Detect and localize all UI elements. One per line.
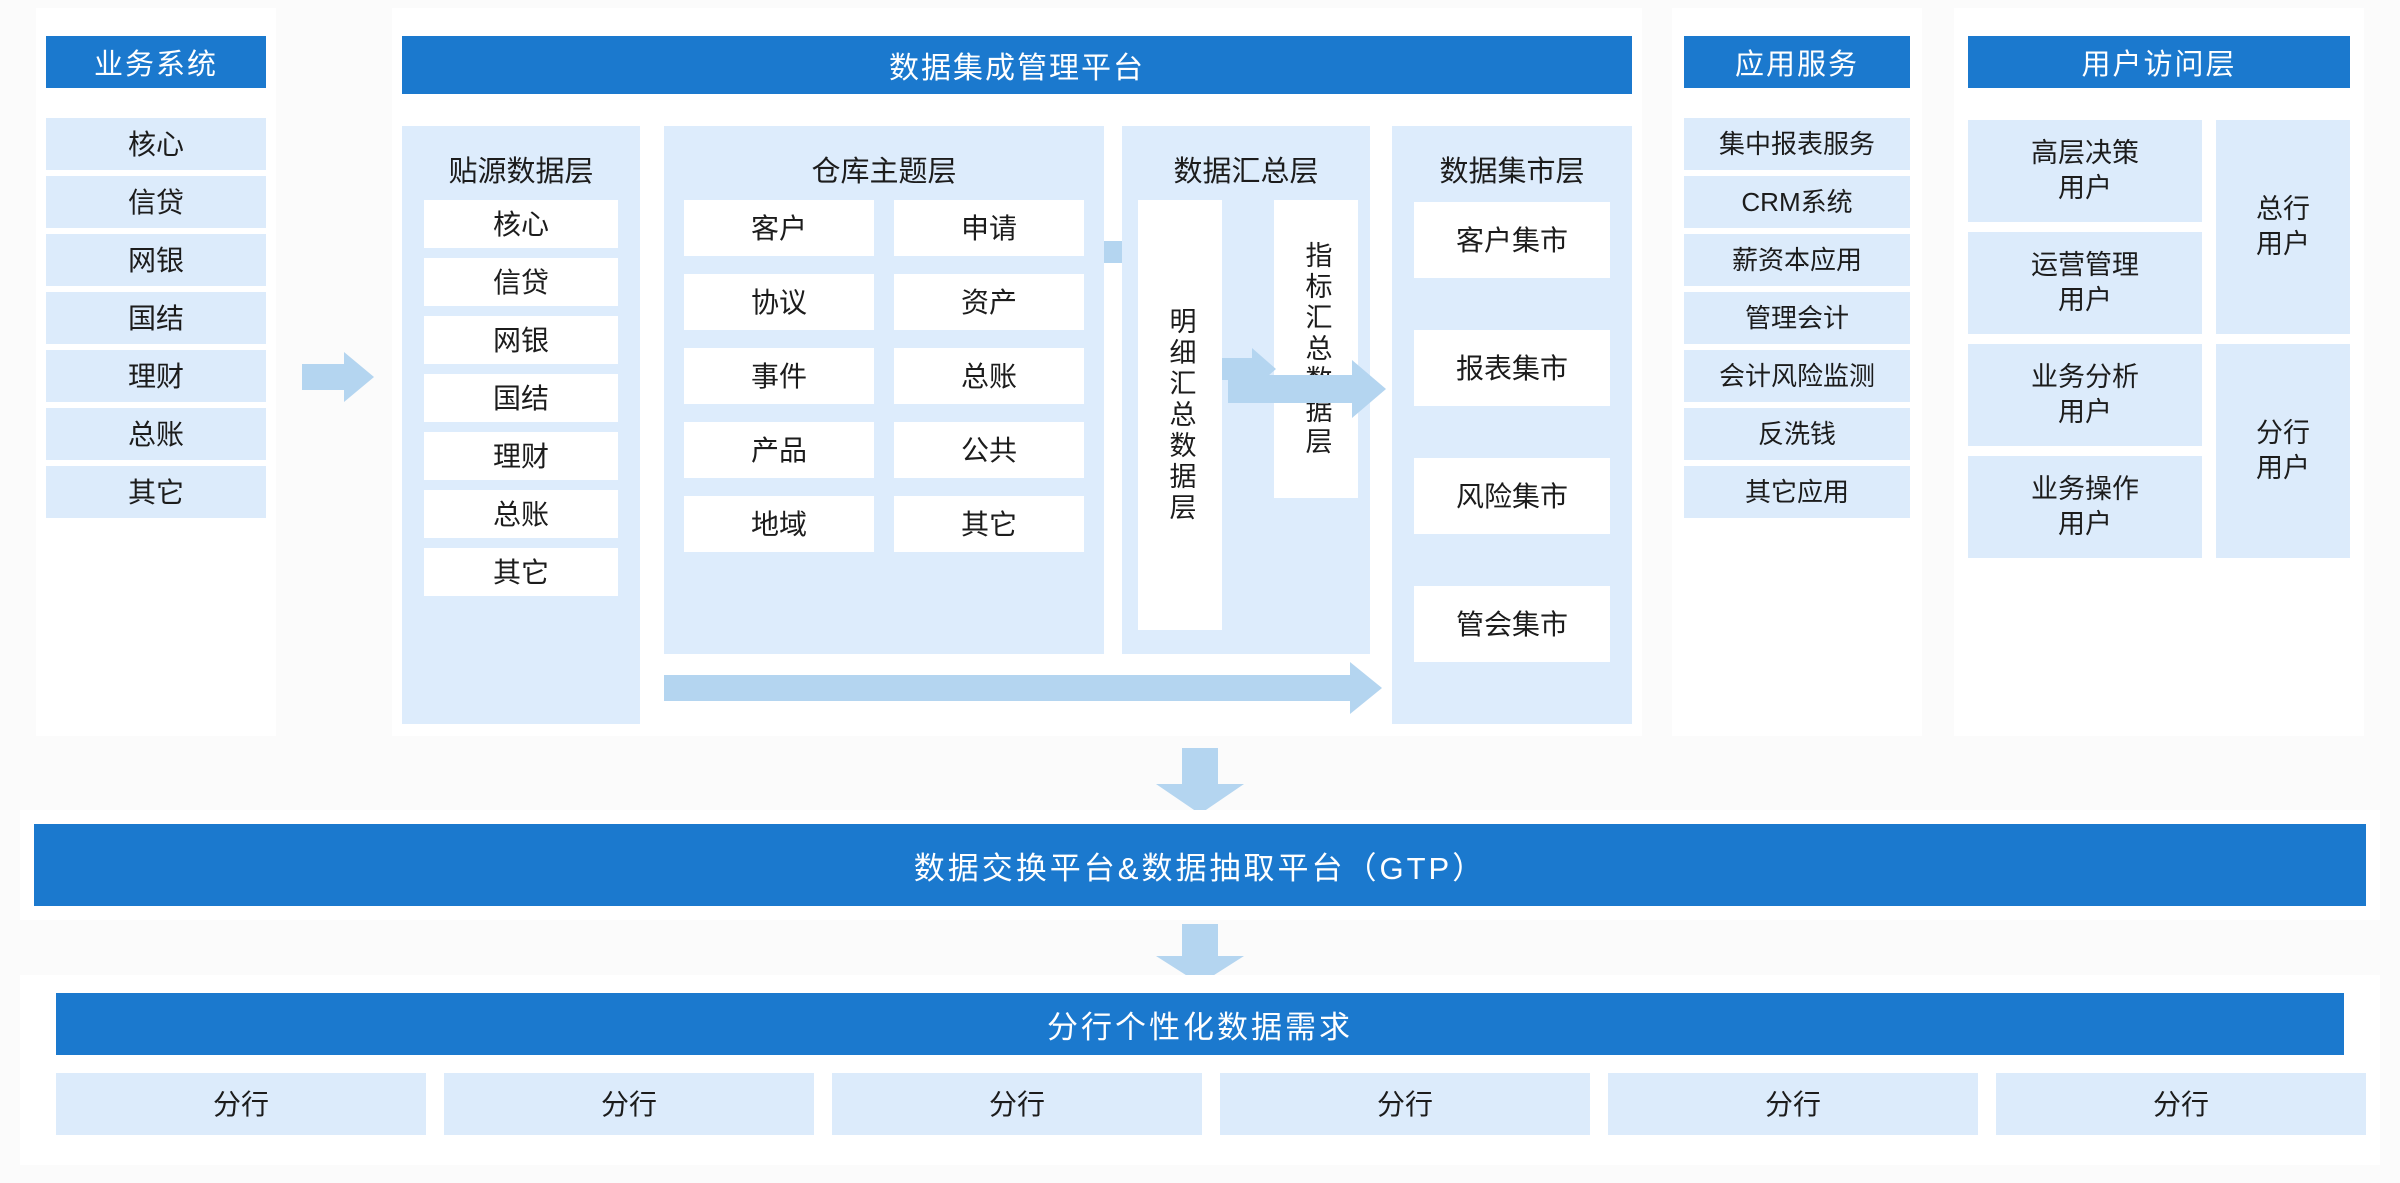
source-layer-item-5[interactable]: 总账 — [424, 490, 618, 538]
mart-layer-item-2[interactable]: 风险集市 — [1414, 458, 1610, 534]
mart-layer-title: 数据集市层 — [1439, 156, 1585, 188]
warehouse-right-item-1[interactable]: 资产 — [894, 274, 1084, 330]
warehouse-left-item-4[interactable]: 地域 — [684, 496, 874, 552]
app-service-item-6[interactable]: 其它应用 — [1684, 466, 1910, 518]
business-system-item-1[interactable]: 信贷 — [46, 176, 266, 228]
user-role-3[interactable]: 业务操作 用户 — [1968, 456, 2202, 558]
mart-layer-item-1[interactable]: 报表集市 — [1414, 330, 1610, 406]
user-role-2[interactable]: 业务分析 用户 — [1968, 344, 2202, 446]
branch-item-3[interactable]: 分行 — [1220, 1073, 1590, 1135]
user-access-title: 用户访问层 — [1968, 36, 2350, 88]
business-system-item-0[interactable]: 核心 — [46, 118, 266, 170]
warehouse-right-item-4[interactable]: 其它 — [894, 496, 1084, 552]
exchange-platform-title: 数据交换平台&数据抽取平台（GTP） — [34, 824, 2366, 906]
source-layer-item-6[interactable]: 其它 — [424, 548, 618, 596]
arrow-summary-to-mart — [1228, 360, 1388, 418]
branch-demand-panel: 分行个性化数据需求 分行 分行 分行 分行 分行 分行 — [20, 975, 2380, 1165]
app-service-title: 应用服务 — [1684, 36, 1910, 88]
branch-item-5[interactable]: 分行 — [1996, 1073, 2366, 1135]
warehouse-left-item-1[interactable]: 协议 — [684, 274, 874, 330]
warehouse-left-item-2[interactable]: 事件 — [684, 348, 874, 404]
branch-item-2[interactable]: 分行 — [832, 1073, 1202, 1135]
business-system-panel: 业务系统 核心 信贷 网银 国结 理财 总账 其它 — [36, 8, 276, 736]
business-system-item-4[interactable]: 理财 — [46, 350, 266, 402]
branch-item-1[interactable]: 分行 — [444, 1073, 814, 1135]
user-role-1[interactable]: 运营管理 用户 — [1968, 232, 2202, 334]
app-service-item-1[interactable]: CRM系统 — [1684, 176, 1910, 228]
mart-layer-item-3[interactable]: 管会集市 — [1414, 586, 1610, 662]
warehouse-left-item-3[interactable]: 产品 — [684, 422, 874, 478]
platform-title: 数据集成管理平台 — [402, 36, 1632, 94]
business-system-item-6[interactable]: 其它 — [46, 466, 266, 518]
app-service-item-2[interactable]: 薪资本应用 — [1684, 234, 1910, 286]
branch-demand-title: 分行个性化数据需求 — [56, 993, 2344, 1055]
summary-layer-item-1[interactable]: 指标汇总数据层 — [1274, 200, 1358, 498]
arrow-source-to-mart — [664, 662, 1386, 714]
business-system-title: 业务系统 — [46, 36, 266, 88]
branch-item-4[interactable]: 分行 — [1608, 1073, 1978, 1135]
business-system-item-5[interactable]: 总账 — [46, 408, 266, 460]
user-role-0[interactable]: 高层决策 用户 — [1968, 120, 2202, 222]
arrow-business-to-platform — [302, 352, 374, 402]
summary-layer-title: 数据汇总层 — [1173, 156, 1319, 188]
app-service-item-4[interactable]: 会计风险监测 — [1684, 350, 1910, 402]
user-group-1[interactable]: 分行 用户 — [2216, 344, 2350, 558]
user-group-0[interactable]: 总行 用户 — [2216, 120, 2350, 334]
platform-panel: 数据集成管理平台 贴源数据层 核心 信贷 网银 国结 理财 总账 其它 仓库主题… — [392, 8, 1642, 736]
business-system-item-2[interactable]: 网银 — [46, 234, 266, 286]
app-service-item-0[interactable]: 集中报表服务 — [1684, 118, 1910, 170]
mart-layer-item-0[interactable]: 客户集市 — [1414, 202, 1610, 278]
source-layer-title: 贴源数据层 — [448, 156, 594, 188]
app-service-panel: 应用服务 集中报表服务 CRM系统 薪资本应用 管理会计 会计风险监测 反洗钱 … — [1672, 8, 1922, 736]
app-service-item-3[interactable]: 管理会计 — [1684, 292, 1910, 344]
warehouse-right-item-3[interactable]: 公共 — [894, 422, 1084, 478]
source-layer-item-0[interactable]: 核心 — [424, 200, 618, 248]
summary-layer-item-0-label: 明细汇总数据层 — [1165, 306, 1196, 524]
summary-layer-item-1-label: 指标汇总数据层 — [1301, 240, 1332, 458]
app-service-item-5[interactable]: 反洗钱 — [1684, 408, 1910, 460]
arrow-platform-to-exchange — [1156, 748, 1244, 814]
mart-layer-panel: 数据集市层 客户集市 报表集市 风险集市 管会集市 — [1392, 126, 1632, 724]
user-access-panel: 用户访问层 高层决策 用户 运营管理 用户 业务分析 用户 业务操作 用户 总行… — [1954, 8, 2364, 736]
warehouse-layer-panel: 仓库主题层 客户 协议 事件 产品 地域 申请 资产 总账 公共 其它 — [664, 126, 1104, 654]
branch-item-0[interactable]: 分行 — [56, 1073, 426, 1135]
warehouse-left-item-0[interactable]: 客户 — [684, 200, 874, 256]
warehouse-right-item-0[interactable]: 申请 — [894, 200, 1084, 256]
exchange-platform-panel: 数据交换平台&数据抽取平台（GTP） — [20, 810, 2380, 920]
warehouse-layer-title: 仓库主题层 — [811, 156, 957, 188]
summary-layer-item-0[interactable]: 明细汇总数据层 — [1138, 200, 1222, 630]
warehouse-right-item-2[interactable]: 总账 — [894, 348, 1084, 404]
source-layer-item-4[interactable]: 理财 — [424, 432, 618, 480]
source-layer-panel: 贴源数据层 核心 信贷 网银 国结 理财 总账 其它 — [402, 126, 640, 724]
business-system-item-3[interactable]: 国结 — [46, 292, 266, 344]
source-layer-item-3[interactable]: 国结 — [424, 374, 618, 422]
source-layer-item-1[interactable]: 信贷 — [424, 258, 618, 306]
source-layer-item-2[interactable]: 网银 — [424, 316, 618, 364]
